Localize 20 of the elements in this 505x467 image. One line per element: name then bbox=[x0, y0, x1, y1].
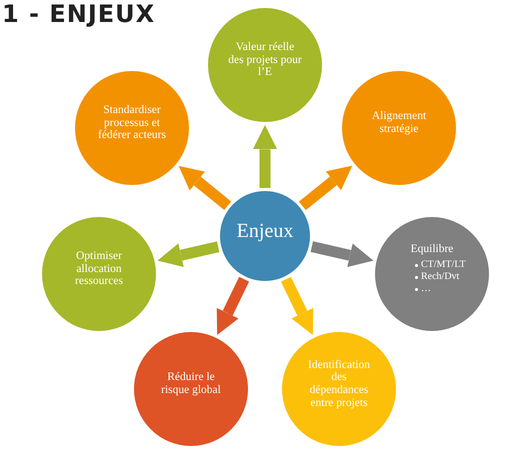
circle-label: Standardiser processus et fédérer acteurs bbox=[97, 104, 167, 142]
bullet-item: CT/MT/LT bbox=[421, 258, 466, 270]
circle-label: Alignement stratégie bbox=[370, 110, 428, 136]
block-arrow bbox=[280, 276, 314, 335]
bullet-item: Rech/Dvt bbox=[421, 270, 460, 282]
block-arrow bbox=[298, 166, 352, 210]
block-arrow bbox=[310, 241, 374, 268]
bullet-item: … bbox=[421, 282, 431, 294]
circle-label: Optimiser allocation ressources bbox=[74, 250, 124, 288]
circle-label: Equilibre bbox=[410, 243, 454, 256]
block-arrow bbox=[157, 241, 220, 267]
circle-label: Valeur réelle des projets pour l’E bbox=[228, 41, 302, 79]
block-arrow bbox=[252, 125, 278, 188]
block-arrow bbox=[216, 276, 250, 335]
circle-label: Identification des dépendances entre projets bbox=[307, 358, 371, 410]
block-arrow bbox=[178, 166, 232, 210]
circle-label: Réduire le risque global bbox=[160, 371, 222, 397]
circle-label: Enjeux bbox=[236, 220, 294, 242]
central-circle bbox=[220, 191, 310, 281]
slide-title: 1 - ENJEUX bbox=[2, 0, 156, 28]
